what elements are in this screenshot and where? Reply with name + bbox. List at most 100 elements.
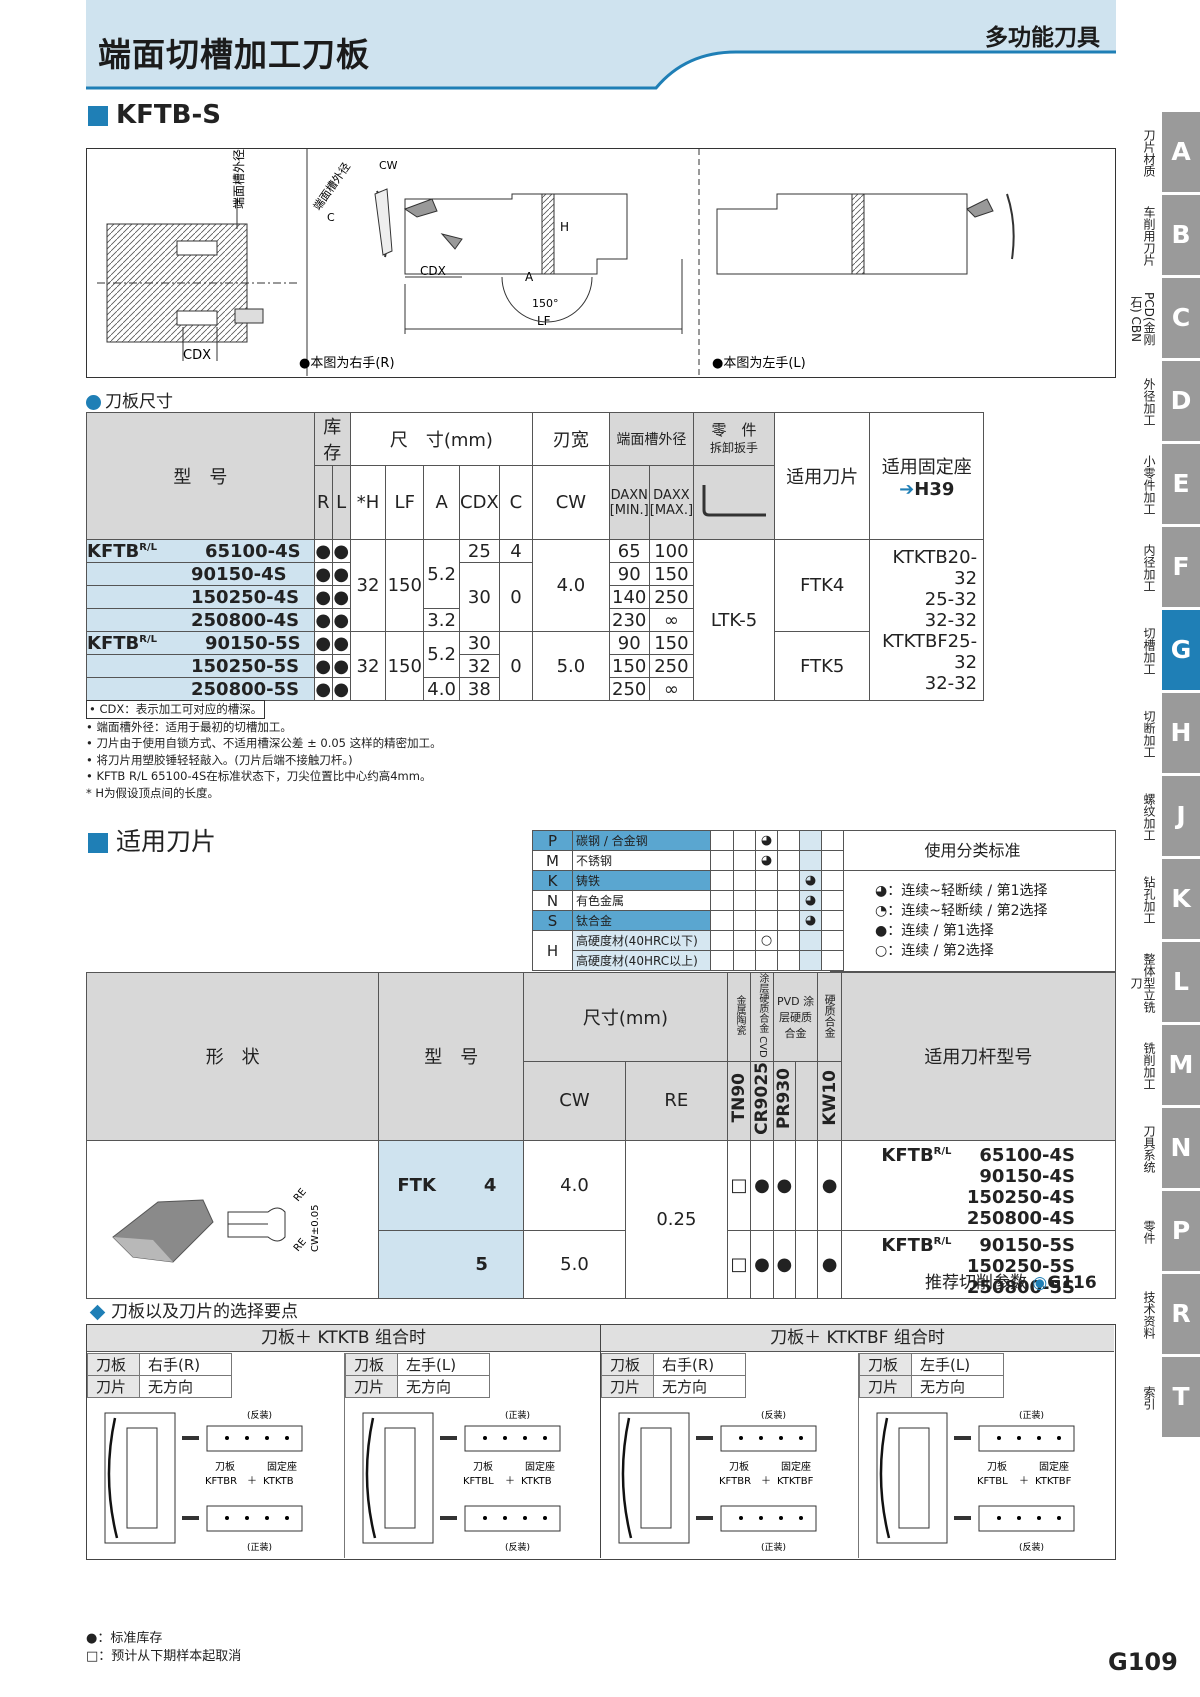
section-selection: 刀板以及刀片的选择要点 bbox=[88, 1297, 298, 1322]
tab-t[interactable]: T bbox=[1162, 1357, 1200, 1437]
tab-j[interactable]: J bbox=[1162, 776, 1200, 856]
table-row: 150250-4S bbox=[86, 585, 315, 609]
col-width: 刃宽 bbox=[532, 412, 610, 466]
tab-e[interactable]: E bbox=[1162, 444, 1200, 524]
col-model: 型 号 bbox=[378, 972, 525, 1141]
tab-h[interactable]: H bbox=[1162, 693, 1200, 773]
tab-c[interactable]: C bbox=[1162, 278, 1200, 358]
svg-text:(正装): (正装) bbox=[1019, 1409, 1044, 1421]
holder-ref[interactable]: ➔H39 bbox=[899, 478, 955, 500]
combo-drawing: (反装)(正装)刀板固定座KFTBR＋KTKTB bbox=[104, 1409, 303, 1553]
combo-right: 刀板＋ KTKTBF 组合时 bbox=[601, 1325, 1114, 1558]
tab-label: 技术资料 bbox=[1142, 1291, 1156, 1339]
col-a: A bbox=[423, 465, 460, 540]
svg-text:KFTBR: KFTBR bbox=[205, 1476, 237, 1487]
col-h: *H bbox=[349, 465, 387, 540]
svg-text:＋: ＋ bbox=[761, 1476, 771, 1487]
svg-text:RE: RE bbox=[292, 1186, 309, 1203]
label-c: C bbox=[327, 211, 335, 224]
insert-shape: RE RE CW±0.05 bbox=[85, 1139, 380, 1299]
col-dims: 尺寸(mm) bbox=[523, 972, 728, 1062]
grade-cermet: 金属陶瓷 bbox=[726, 972, 752, 1062]
svg-text:刀板: 刀板 bbox=[473, 1460, 493, 1473]
svg-text:固定座: 固定座 bbox=[781, 1460, 811, 1473]
svg-text:KTKTBF: KTKTBF bbox=[777, 1476, 814, 1487]
col-cw: CW bbox=[532, 465, 610, 540]
svg-text:(正装): (正装) bbox=[761, 1541, 786, 1553]
insert-table: 形 状 型 号 尺寸(mm) 金属陶瓷 涂层硬质合金 CVD PVD 涂层硬质合… bbox=[85, 972, 1117, 1299]
svg-text:KTKTBF: KTKTBF bbox=[1035, 1476, 1072, 1487]
svg-text:固定座: 固定座 bbox=[1039, 1460, 1069, 1473]
tab-p[interactable]: P bbox=[1162, 1191, 1200, 1271]
tab-r[interactable]: R bbox=[1162, 1274, 1200, 1354]
tab-m[interactable]: M bbox=[1162, 1025, 1200, 1105]
tab-label: 车削用刀片 bbox=[1142, 206, 1156, 266]
svg-text:刀板: 刀板 bbox=[215, 1460, 235, 1473]
label-cdx-2: CDX bbox=[420, 264, 446, 278]
svg-text:刀板: 刀板 bbox=[729, 1460, 749, 1473]
tab-n[interactable]: N bbox=[1162, 1108, 1200, 1188]
spec-table-title: 刀板尺寸 bbox=[86, 387, 173, 412]
tab-k[interactable]: K bbox=[1162, 859, 1200, 939]
combo-drawing: (正装)(反装)刀板固定座KFTBL＋KTKTBF bbox=[876, 1409, 1075, 1553]
table-row: 250800-4S bbox=[86, 608, 315, 632]
svg-text:KFTBL: KFTBL bbox=[977, 1476, 1008, 1487]
col-dims: 尺 寸(mm) bbox=[349, 412, 534, 466]
tab-d[interactable]: D bbox=[1162, 361, 1200, 441]
combo-drawing: (正装)(反装)刀板固定座KFTBL＋KTKTB bbox=[362, 1409, 561, 1553]
tab-l[interactable]: L bbox=[1162, 942, 1200, 1022]
tab-label: 切槽加工 bbox=[1142, 627, 1156, 675]
tab-label: 零件 bbox=[1142, 1220, 1156, 1244]
svg-text:(反装): (反装) bbox=[505, 1541, 530, 1553]
svg-text:＋: ＋ bbox=[1019, 1476, 1029, 1487]
usage-legend: 使用分类标准 ◕：连续~轻断续 / 第1选择◔：连续~轻断续 / 第2选择●：连… bbox=[830, 830, 1116, 972]
tab-f[interactable]: F bbox=[1162, 527, 1200, 607]
tab-g[interactable]: G bbox=[1162, 610, 1200, 690]
col-r: R bbox=[313, 465, 333, 540]
header-band bbox=[86, 0, 1116, 90]
col-c: C bbox=[498, 465, 534, 540]
category-title: 多功能刀具 bbox=[985, 25, 1100, 51]
tab-b[interactable]: B bbox=[1162, 195, 1200, 275]
svg-text:＋: ＋ bbox=[247, 1476, 257, 1487]
svg-text:KTKTB: KTKTB bbox=[263, 1476, 294, 1487]
svg-text:(反装): (反装) bbox=[1019, 1541, 1044, 1553]
tab-label: 内径加工 bbox=[1142, 544, 1156, 592]
model-ftk5: 5 bbox=[378, 1229, 525, 1299]
tab-a[interactable]: A bbox=[1162, 112, 1200, 192]
footer-legend: ●：标准库存□：预计从下期样本起取消 bbox=[86, 1631, 242, 1664]
label-cw: CW bbox=[379, 159, 398, 172]
page-number: G109 bbox=[1108, 1648, 1178, 1676]
label-h: H bbox=[560, 220, 569, 234]
tab-label: 外径加工 bbox=[1142, 378, 1156, 426]
svg-text:(正装): (正装) bbox=[247, 1541, 272, 1553]
tab-label: 索引 bbox=[1142, 1386, 1156, 1410]
dimension-drawing: 端面槽外径 CDX LF CDX A 150° H 端面槽外径 CW C ●本图… bbox=[97, 149, 1015, 376]
col-holder: 适用固定座➔H39 bbox=[869, 412, 985, 540]
notes: • CDX：表示加工可对应的槽深。 • 端面槽外径：适用于最初的切槽加工。• 刀… bbox=[86, 700, 442, 800]
col-daxn: DAXN [MIN.] bbox=[608, 465, 650, 540]
figure-note-left: ●本图为左手(L) bbox=[712, 356, 806, 371]
tab-label: 整体型立铣刀 bbox=[1129, 953, 1156, 1013]
combination-box: 刀板＋ KTKTB 组合时 刀板＋ KTKTBF 组合时 刀板右手(R)刀片无方… bbox=[86, 1324, 1116, 1560]
col-lf: LF bbox=[385, 465, 425, 540]
svg-text:KFTBL: KFTBL bbox=[463, 1476, 494, 1487]
svg-text:KTKTB: KTKTB bbox=[521, 1476, 552, 1487]
table-row: 250800-5S bbox=[86, 677, 315, 701]
page-title: 端面切槽加工刀板 bbox=[98, 35, 370, 74]
tab-label: PCD(金刚石) CBN bbox=[1129, 292, 1156, 346]
recommend-link[interactable]: 推荐切削参数 ◉G116 bbox=[925, 1273, 1097, 1293]
table-row: 150250-5S bbox=[86, 654, 315, 678]
tab-label: 铣削加工 bbox=[1142, 1042, 1156, 1090]
svg-text:KFTBR: KFTBR bbox=[719, 1476, 751, 1487]
